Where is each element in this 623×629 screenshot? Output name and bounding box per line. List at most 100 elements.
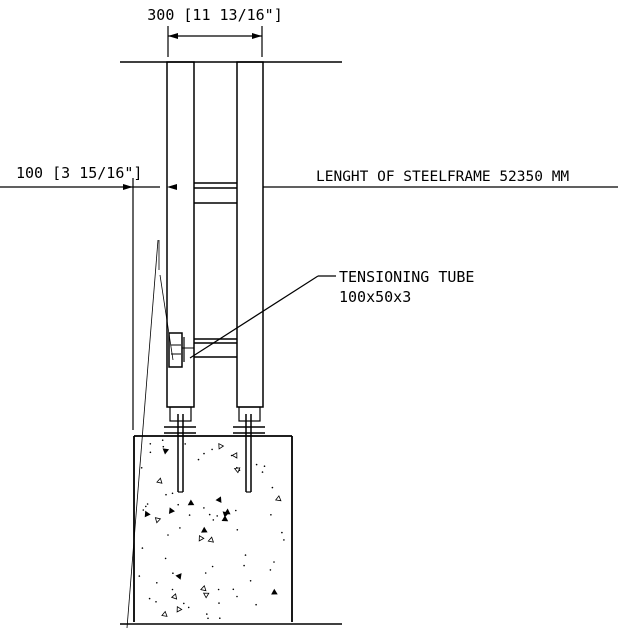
aggregate-triangle [202,592,210,599]
aggregate-triangle [200,585,207,592]
steelframe-length-label: LENGHT OF STEELFRAME 52350 MM [316,169,569,185]
aggregate-dot [227,510,229,512]
aggregate-dot [261,471,264,473]
aggregate-dot [273,561,275,563]
aggregate-dot [219,617,221,619]
aggregate-dot [244,554,247,556]
bracing-line-upper [159,274,174,361]
aggregate-dot [179,527,181,529]
dimension-arrow-left [168,33,178,39]
aggregate-triangle [274,495,282,502]
bracing-line-left [126,239,159,629]
aggregate-dot [161,439,164,442]
aggregate-dot [140,467,143,469]
aggregate-dot [162,445,165,448]
aggregate-triangle [144,510,151,518]
aggregate-dot [212,519,215,521]
aggregate-dot [230,454,233,457]
aggregate-dot [187,606,190,609]
aggregate-dot [249,580,252,582]
aggregate-dot [255,603,257,606]
aggregate-dot [232,588,235,591]
aggregate-dot [148,597,151,600]
base-connections [164,406,265,493]
left-column [166,61,195,408]
tensioning-tube: TENSIONING TUBE 100x50x3 [168,268,474,368]
aggregate-dot [236,595,238,598]
aggregate-triangle [170,593,178,600]
aggregate-dot [177,503,179,506]
aggregate-dot [172,572,174,574]
offset-arrow-left [123,184,133,190]
aggregate-dot [141,547,144,549]
aggregate-triangle [156,477,163,484]
side-offset-label: 100 [3 15/16"] [16,164,142,182]
aggregate-dot [171,492,174,495]
aggregate-triangle [271,588,278,595]
top-width-dimension: 300 [11 13/16"] [147,6,283,57]
concrete-foundation [133,435,293,622]
aggregate-dot [164,557,167,560]
aggregate-dot [208,513,211,516]
aggregate-triangle [218,443,225,450]
aggregate-dot [281,531,283,534]
aggregate-triangle [168,507,175,514]
aggregate-dot [238,469,241,472]
top-width-label: 300 [11 13/16"] [147,6,282,24]
aggregate-dot [149,451,152,454]
aggregate-dot [270,514,272,516]
aggregate-dot [155,601,157,603]
tube-name-label: TENSIONING TUBE [339,268,474,286]
aggregate-dot [142,509,145,511]
aggregate-dot [145,505,147,508]
aggregate-dot [203,452,205,455]
side-offset-dimension: 100 [3 15/16"] [0,164,177,430]
tube-size-label: 100x50x3 [339,288,411,306]
aggregate-triangle [175,573,182,580]
aggregate-dot [211,448,213,451]
aggregate-dot [283,539,285,541]
aggregate-dot [171,588,174,591]
aggregate-triangle [154,517,162,524]
aggregate-dot [156,582,158,584]
aggregate-dot [183,602,185,605]
aggregate-dot [197,458,200,461]
aggregate-dot [146,503,149,505]
aggregate-dot [236,466,238,469]
aggregate-dot [218,602,220,604]
dimension-arrow-right [252,33,262,39]
aggregate-dot [236,529,239,531]
aggregate-dot [138,575,141,577]
aggregate-dot [271,486,274,489]
aggregate-dot [255,463,258,466]
aggregate-triangle [187,499,195,506]
aggregate-triangle [221,515,229,522]
aggregate-dot [167,534,169,536]
aggregate-dot [204,572,207,574]
aggregate-dot [184,443,186,445]
aggregate-triangle [231,452,238,459]
aggregate-triangle [198,535,205,542]
aggregate-dot [263,465,266,468]
aggregate-dot [165,493,167,496]
aggregate-dot [207,617,209,620]
aggregate-triangle [162,448,170,455]
aggregate-triangle [215,496,222,503]
aggregate-dot [243,564,245,567]
aggregate-dot [149,443,152,445]
aggregate-dot [235,509,237,512]
aggregate-dot [217,588,220,591]
aggregate-triangle [176,605,183,613]
steelframe-length-annotation: LENGHT OF STEELFRAME 52350 MM [263,169,618,188]
aggregate-dot [211,565,214,568]
offset-arrow-right [167,184,177,190]
aggregate-triangle [201,526,208,533]
tensioning-tube-section [168,332,183,368]
aggregate-dot [188,514,191,516]
aggregate-dot [203,507,205,509]
tube-leader-line [189,275,319,359]
concrete-aggregate-hatch [138,439,285,620]
right-column [236,61,264,408]
aggregate-dot [206,613,208,615]
